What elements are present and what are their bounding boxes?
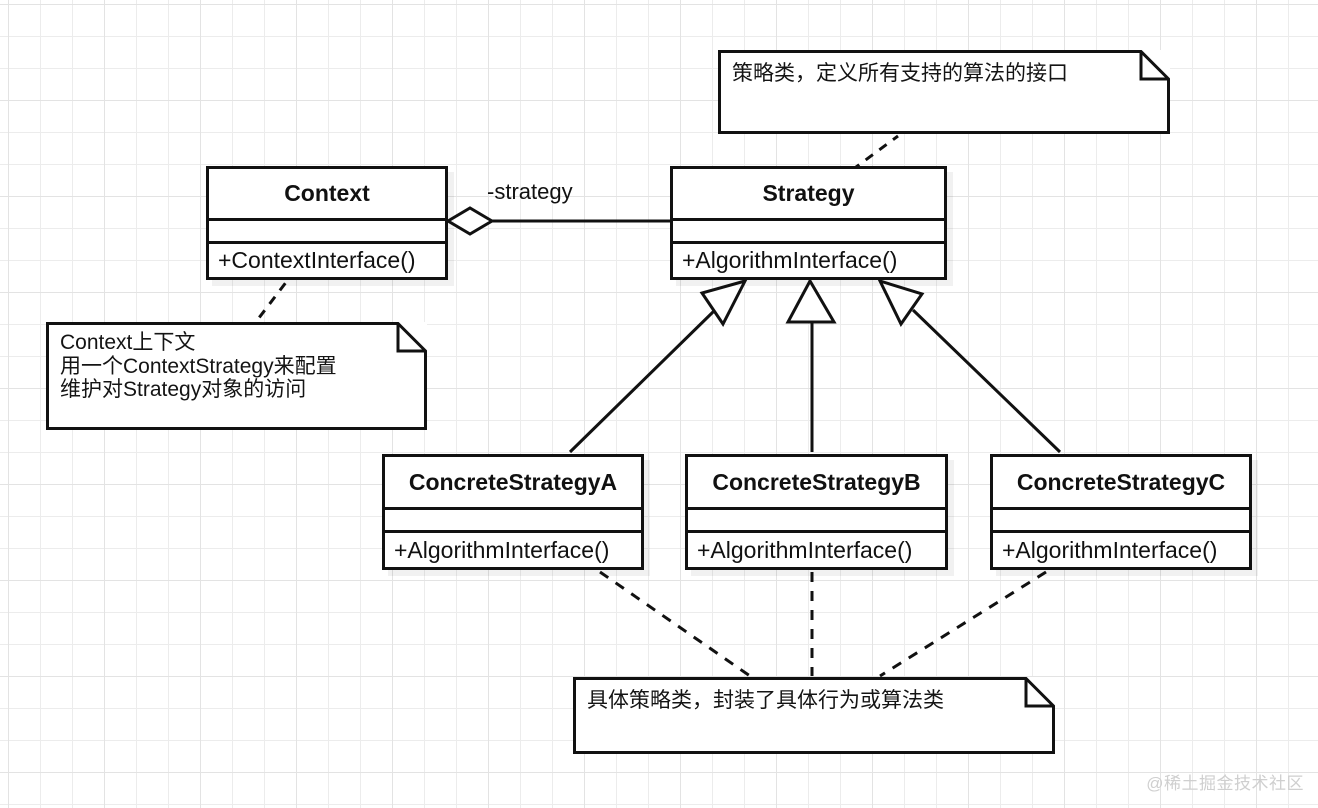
watermark: @稀土掘金技术社区	[1146, 774, 1304, 793]
class-operations-context: +ContextInterface()	[218, 247, 416, 273]
class-attributes-concrete-strategy-a	[385, 510, 641, 533]
note-shape	[718, 50, 1170, 134]
class-attributes-context	[209, 221, 445, 244]
note-anchor-concrete-a	[599, 570, 751, 678]
note-concrete[interactable]: 具体策略类，封装了具体行为或算法类	[573, 677, 1055, 754]
aggregation-edge	[445, 206, 670, 236]
note-strategy-text: 策略类，定义所有支持的算法的接口	[732, 62, 1068, 85]
note-anchor-concrete-c	[879, 570, 1047, 678]
class-name-concrete-strategy-b: ConcreteStrategyB	[688, 457, 945, 510]
class-box-context[interactable]: Context +ContextInterface()	[206, 166, 448, 280]
generalization-edge-a	[568, 278, 748, 454]
class-attributes-strategy	[673, 221, 944, 244]
class-box-concrete-strategy-b[interactable]: ConcreteStrategyB +AlgorithmInterface()	[685, 454, 948, 570]
class-attributes-concrete-strategy-c	[993, 510, 1249, 533]
class-attributes-concrete-strategy-b	[688, 510, 945, 533]
generalization-edge-c	[877, 278, 1062, 454]
note-shape	[46, 322, 427, 430]
class-name-concrete-strategy-a: ConcreteStrategyA	[385, 457, 641, 510]
generalization-edge-b	[785, 277, 837, 452]
class-operations-concrete-strategy-a: +AlgorithmInterface()	[394, 536, 610, 563]
class-operations-concrete-strategy-b: +AlgorithmInterface()	[697, 536, 913, 563]
class-operations-strategy: +AlgorithmInterface()	[682, 247, 898, 273]
class-name-concrete-strategy-c: ConcreteStrategyC	[993, 457, 1249, 510]
class-name-context: Context	[209, 169, 445, 221]
class-name-strategy: Strategy	[673, 169, 944, 221]
class-box-concrete-strategy-c[interactable]: ConcreteStrategyC +AlgorithmInterface()	[990, 454, 1252, 570]
note-strategy[interactable]: 策略类，定义所有支持的算法的接口	[718, 50, 1170, 134]
note-concrete-text: 具体策略类，封装了具体行为或算法类	[587, 689, 944, 712]
note-shape	[573, 677, 1055, 754]
note-anchor-strategy	[851, 134, 899, 172]
class-operations-concrete-strategy-c: +AlgorithmInterface()	[1002, 536, 1218, 563]
class-box-concrete-strategy-a[interactable]: ConcreteStrategyA +AlgorithmInterface()	[382, 454, 644, 570]
class-box-strategy[interactable]: Strategy +AlgorithmInterface()	[670, 166, 947, 280]
note-context-text: Context上下文 用一个ContextStrategy来配置 维护对Stra…	[60, 331, 337, 402]
edge-label-strategy-role: -strategy	[487, 179, 573, 204]
note-context[interactable]: Context上下文 用一个ContextStrategy来配置 维护对Stra…	[46, 322, 427, 430]
